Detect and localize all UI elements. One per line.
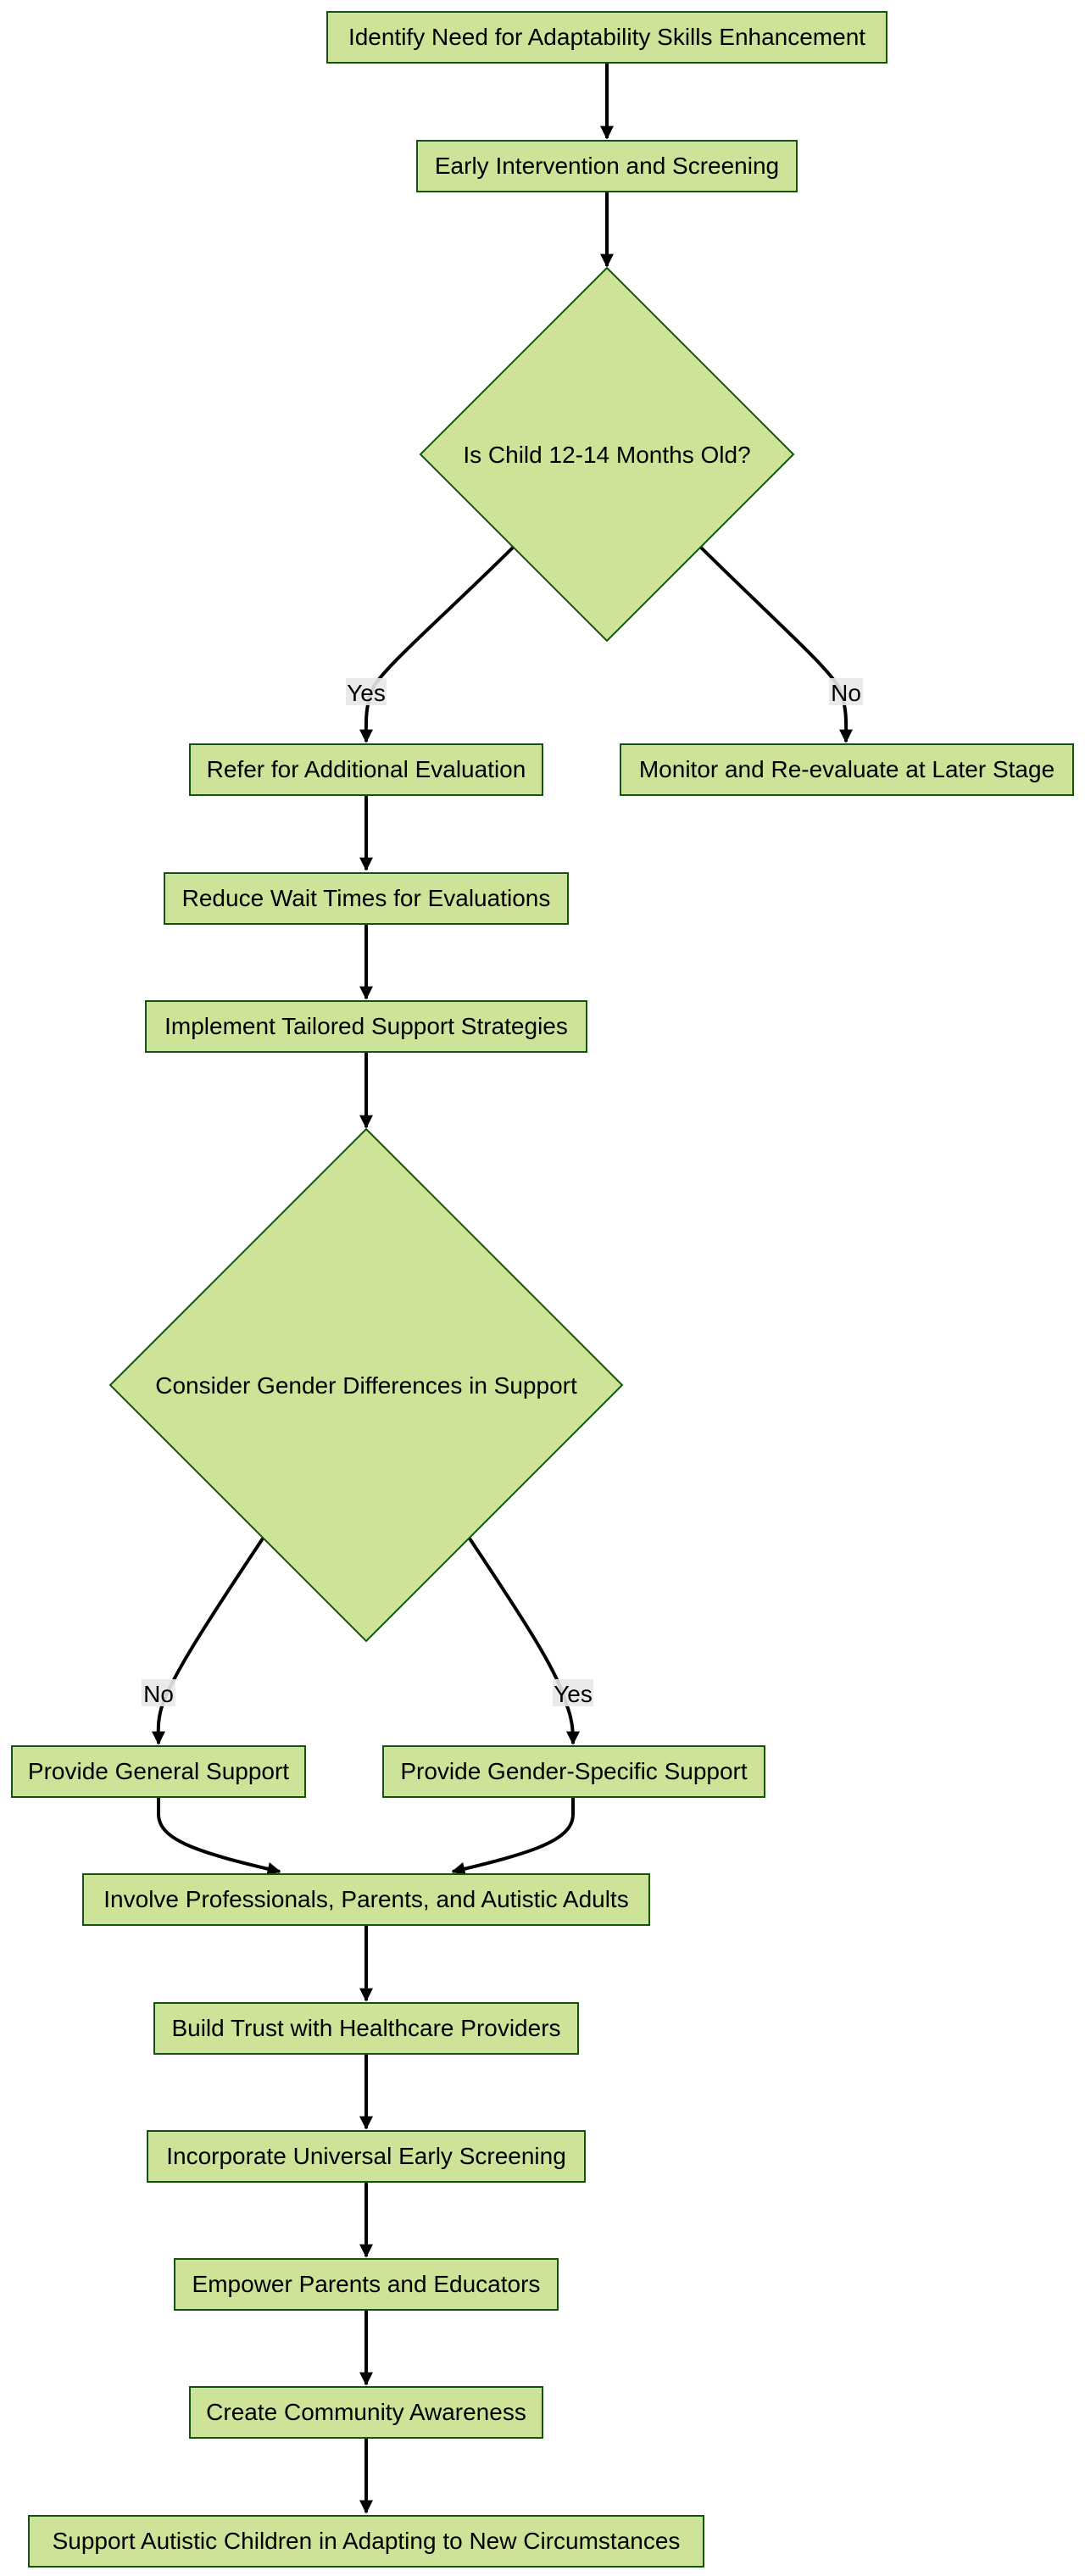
- node-early-label: Early Intervention and Screening: [435, 153, 779, 179]
- nodes: Identify Need for Adaptability Skills En…: [11, 11, 1074, 2568]
- node-support-label: Support Autistic Children in Adapting to…: [53, 2528, 681, 2554]
- node-empower-label: Empower Parents and Educators: [192, 2271, 541, 2297]
- edge-gender-specific: [468, 1537, 580, 1745]
- node-implement-label: Implement Tailored Support Strategies: [164, 1013, 568, 1039]
- node-early: Early Intervention and Screening: [416, 140, 798, 192]
- node-general-label: Provide General Support: [28, 1758, 289, 1784]
- node-refer-label: Refer for Additional Evaluation: [207, 756, 526, 782]
- node-monitor-label: Monitor and Re-evaluate at Later Stage: [639, 756, 1054, 782]
- edge-label-bg-gender-no: [142, 1679, 175, 1706]
- node-involve: Involve Professionals, Parents, and Auti…: [82, 1873, 650, 1926]
- edge-age-refer: [359, 545, 515, 743]
- node-gender-question-diamond: [108, 1127, 624, 1643]
- node-gender-specific: Provide Gender-Specific Support: [382, 1745, 765, 1798]
- edge-label-gender-yes: Yes: [554, 1681, 593, 1707]
- node-reduce: Reduce Wait Times for Evaluations: [164, 872, 569, 925]
- edge-label-bg-gender-yes: [553, 1679, 593, 1706]
- node-reduce-box: [164, 872, 569, 925]
- node-general-box: [11, 1745, 306, 1798]
- node-trust: Build Trust with Healthcare Providers: [153, 2002, 579, 2055]
- node-empower-box: [174, 2258, 559, 2311]
- edge-specific-involve: [451, 1797, 575, 1876]
- node-support: Support Autistic Children in Adapting to…: [28, 2515, 704, 2568]
- node-identify-box: [326, 11, 887, 64]
- edge-gender-general: [151, 1537, 264, 1745]
- node-universal-box: [147, 2130, 586, 2183]
- edge-label-age-yes: Yes: [347, 680, 386, 706]
- node-empower: Empower Parents and Educators: [174, 2258, 559, 2311]
- node-involve-box: [82, 1873, 650, 1926]
- node-refer: Refer for Additional Evaluation: [189, 743, 543, 796]
- node-identify-label: Identify Need for Adaptability Skills En…: [348, 24, 865, 50]
- node-age-question: Is Child 12-14 Months Old?: [419, 266, 795, 643]
- node-gender-question-label: Consider Gender Differences in Support: [155, 1372, 577, 1399]
- edge-label-gender-no: No: [143, 1681, 174, 1707]
- node-reduce-label: Reduce Wait Times for Evaluations: [182, 885, 551, 911]
- edge-label-bg-age-no: [829, 678, 863, 705]
- node-general: Provide General Support: [11, 1745, 306, 1798]
- node-community-box: [189, 2386, 543, 2439]
- node-universal-label: Incorporate Universal Early Screening: [166, 2143, 566, 2169]
- node-community-label: Create Community Awareness: [206, 2399, 526, 2425]
- node-universal: Incorporate Universal Early Screening: [147, 2130, 586, 2183]
- node-involve-label: Involve Professionals, Parents, and Auti…: [103, 1886, 628, 1912]
- node-trust-box: [153, 2002, 579, 2055]
- node-monitor: Monitor and Re-evaluate at Later Stage: [620, 743, 1074, 796]
- edge-label-age-no: No: [831, 680, 861, 706]
- edge-age-monitor: [698, 545, 854, 743]
- node-community: Create Community Awareness: [189, 2386, 543, 2439]
- node-implement: Implement Tailored Support Strategies: [145, 1000, 587, 1053]
- edge-labels: Yes No No Yes: [142, 678, 863, 1707]
- node-trust-label: Build Trust with Healthcare Providers: [171, 2015, 560, 2041]
- node-refer-box: [189, 743, 543, 796]
- node-implement-box: [145, 1000, 587, 1053]
- node-gender-specific-label: Provide Gender-Specific Support: [400, 1758, 748, 1784]
- node-gender-question: Consider Gender Differences in Support: [108, 1127, 624, 1643]
- node-early-box: [416, 140, 798, 192]
- node-monitor-box: [620, 743, 1074, 796]
- node-gender-specific-box: [382, 1745, 765, 1798]
- edge-general-involve: [157, 1797, 281, 1876]
- node-age-question-label: Is Child 12-14 Months Old?: [463, 442, 750, 468]
- node-identify: Identify Need for Adaptability Skills En…: [326, 11, 887, 64]
- node-age-question-diamond: [419, 266, 795, 643]
- node-support-box: [28, 2515, 704, 2568]
- edge-label-bg-age-yes: [346, 678, 387, 705]
